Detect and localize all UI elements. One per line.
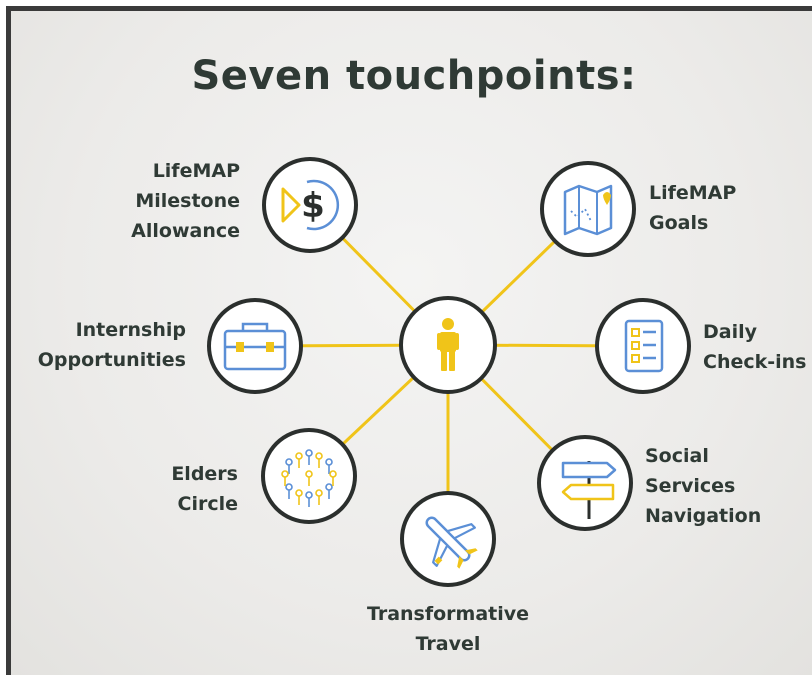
label-line: Milestone: [135, 190, 240, 212]
slide: Seven touchpoints:: [6, 6, 812, 675]
touchpoints-diagram: $: [207, 157, 691, 587]
node-internship: [207, 298, 303, 394]
label-goals: LifeMAP Goals: [649, 178, 736, 238]
label-line: Elders: [171, 463, 238, 485]
checklist-icon: [624, 319, 664, 373]
label-line: Check-ins: [703, 351, 807, 373]
label-line: LifeMAP: [649, 182, 737, 204]
people-circle-icon: [281, 449, 337, 507]
label-milestone-allowance: LifeMAP Milestone Allowance: [131, 156, 240, 246]
label-line: Opportunities: [37, 349, 186, 371]
label-line: Services: [645, 475, 736, 497]
dollar-icon: $: [281, 179, 340, 231]
node-social-services: [537, 435, 633, 531]
label-line: Daily: [703, 321, 758, 343]
label-line: Transformative: [366, 603, 530, 625]
label-social-services: Social Services Navigation: [645, 441, 761, 531]
briefcase-icon: [223, 322, 287, 371]
label-line: Internship: [75, 319, 186, 341]
airplane-icon: [425, 516, 478, 569]
svg-text:$: $: [301, 186, 325, 226]
map-icon: [563, 184, 613, 236]
label-travel: Transformative Travel: [348, 599, 548, 659]
node-daily-checkins: [595, 298, 691, 394]
label-daily-checkins: Daily Check-ins: [703, 317, 807, 377]
node-goals: [540, 161, 636, 257]
label-line: Allowance: [131, 220, 240, 242]
label-line: Circle: [177, 493, 239, 515]
person-icon: [437, 318, 459, 371]
label-line: LifeMAP: [152, 160, 240, 182]
label-elders-circle: Elders Circle: [171, 459, 238, 519]
slide-title: Seven touchpoints:: [191, 53, 637, 99]
label-internship: Internship Opportunities: [38, 315, 186, 375]
node-elders-circle: [261, 428, 357, 524]
node-milestone-allowance: $: [262, 157, 358, 253]
label-line: Social: [645, 445, 709, 467]
node-travel: [400, 491, 496, 587]
center-node: [399, 296, 497, 394]
label-line: Travel: [415, 633, 481, 655]
label-line: Navigation: [645, 505, 762, 527]
signpost-icon: [561, 461, 617, 519]
label-line: Goals: [649, 212, 709, 234]
